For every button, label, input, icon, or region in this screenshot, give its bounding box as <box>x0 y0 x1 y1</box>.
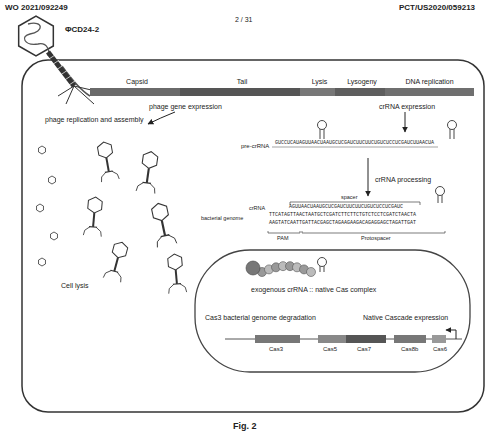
processing-arrow <box>368 158 369 196</box>
process-label: Cell lysis <box>60 282 90 290</box>
gene-label: Cas5 <box>322 346 338 353</box>
phage-particle <box>95 141 119 183</box>
phage-name: ΦCD24-2 <box>64 26 100 35</box>
protospacer-bracket <box>302 231 445 233</box>
segment-label: Lysogeny <box>335 78 389 86</box>
segment-label: Lysis <box>300 78 339 86</box>
process-label: crRNA expression <box>378 103 436 111</box>
process-label: crRNA processing <box>374 176 432 184</box>
rna-label: pre-crRNA <box>240 143 270 150</box>
phage-parts <box>37 141 187 294</box>
segment-label: Capsid <box>90 78 184 86</box>
segment-bar <box>90 88 184 96</box>
rna-sequence: AGUUAACUAAUGCUCGAUCUUCUUCUGUCUCCUCGAUC <box>288 205 404 211</box>
expression-arrow <box>148 112 175 124</box>
phage-particle <box>165 253 186 293</box>
region-label: PAM <box>276 235 290 241</box>
genome-segment: Lysis <box>300 78 339 96</box>
header-text: PCT/US2020/059213 <box>398 4 476 13</box>
segment-label: Tail <box>180 78 304 86</box>
phage-particle <box>136 150 160 193</box>
pam-bracket <box>268 231 300 233</box>
cas8b-gene <box>394 335 426 343</box>
gene-label: Cas3 <box>268 346 284 353</box>
bacterial-chromosome <box>195 250 470 372</box>
segment-label: DNA replication <box>385 78 474 86</box>
genome-segment: DNA replication <box>385 78 474 96</box>
promoter-arrow <box>446 330 456 339</box>
complex-label: exogenous crRNA :: native Cas complex <box>250 286 377 294</box>
rna-sequence: GUCCUCAUAGUUAACUAAUGCUCGAUCUUCUUCUGUCUCC… <box>274 141 435 147</box>
phage-figure <box>19 16 100 104</box>
genome-segment: Lysogeny <box>335 78 389 96</box>
segment-bar <box>385 88 474 96</box>
cas3-gene <box>255 335 300 343</box>
genome-segment: Capsid <box>90 78 184 96</box>
process-label: Cas3 bacterial genome degradation <box>204 314 317 322</box>
header-text: WO 2021/092249 <box>4 4 69 13</box>
genome-segment: Tail <box>180 78 304 96</box>
cas7-gene <box>346 335 386 343</box>
dna-label: bacterial genome <box>200 215 244 221</box>
phage-particle <box>103 240 130 282</box>
segment-bar <box>300 88 339 96</box>
segment-bar <box>335 88 389 96</box>
cas-complex <box>246 258 327 277</box>
gene-label: Cas6 <box>432 346 448 353</box>
segment-bar <box>180 88 304 96</box>
phage-particle <box>148 201 176 247</box>
process-label: phage gene expression <box>148 103 223 111</box>
cell-outline <box>22 60 484 412</box>
gene-label: Cas7 <box>356 346 372 353</box>
cas5-gene <box>318 335 346 343</box>
phage-particle <box>83 196 104 236</box>
figure-caption: Fig. 2 <box>232 422 258 432</box>
sheet-number: 2 / 31 <box>234 16 254 24</box>
process-label: phage replication and assembly <box>44 116 144 124</box>
dna-sequence: AAGTATCAATTGATTACGAGCTAGAAGAAGACAGAGGAGC… <box>268 221 417 227</box>
gene-label: Cas8b <box>400 346 419 353</box>
process-label: Native Cascade expression <box>362 314 449 322</box>
rna-strand <box>272 147 438 148</box>
repeat-hairpins <box>318 121 457 204</box>
dna-sequence: TTCATAGTTAACTAATGCTCGATCTTCTTCTGTCTCCTCG… <box>268 213 417 219</box>
region-label: Protospacer <box>360 235 392 241</box>
genome-injection <box>62 66 90 96</box>
rna-label: crRNA <box>248 205 266 211</box>
expression-arrow <box>405 112 406 132</box>
region-label: spacer <box>340 194 359 200</box>
cas6-gene <box>432 335 446 343</box>
